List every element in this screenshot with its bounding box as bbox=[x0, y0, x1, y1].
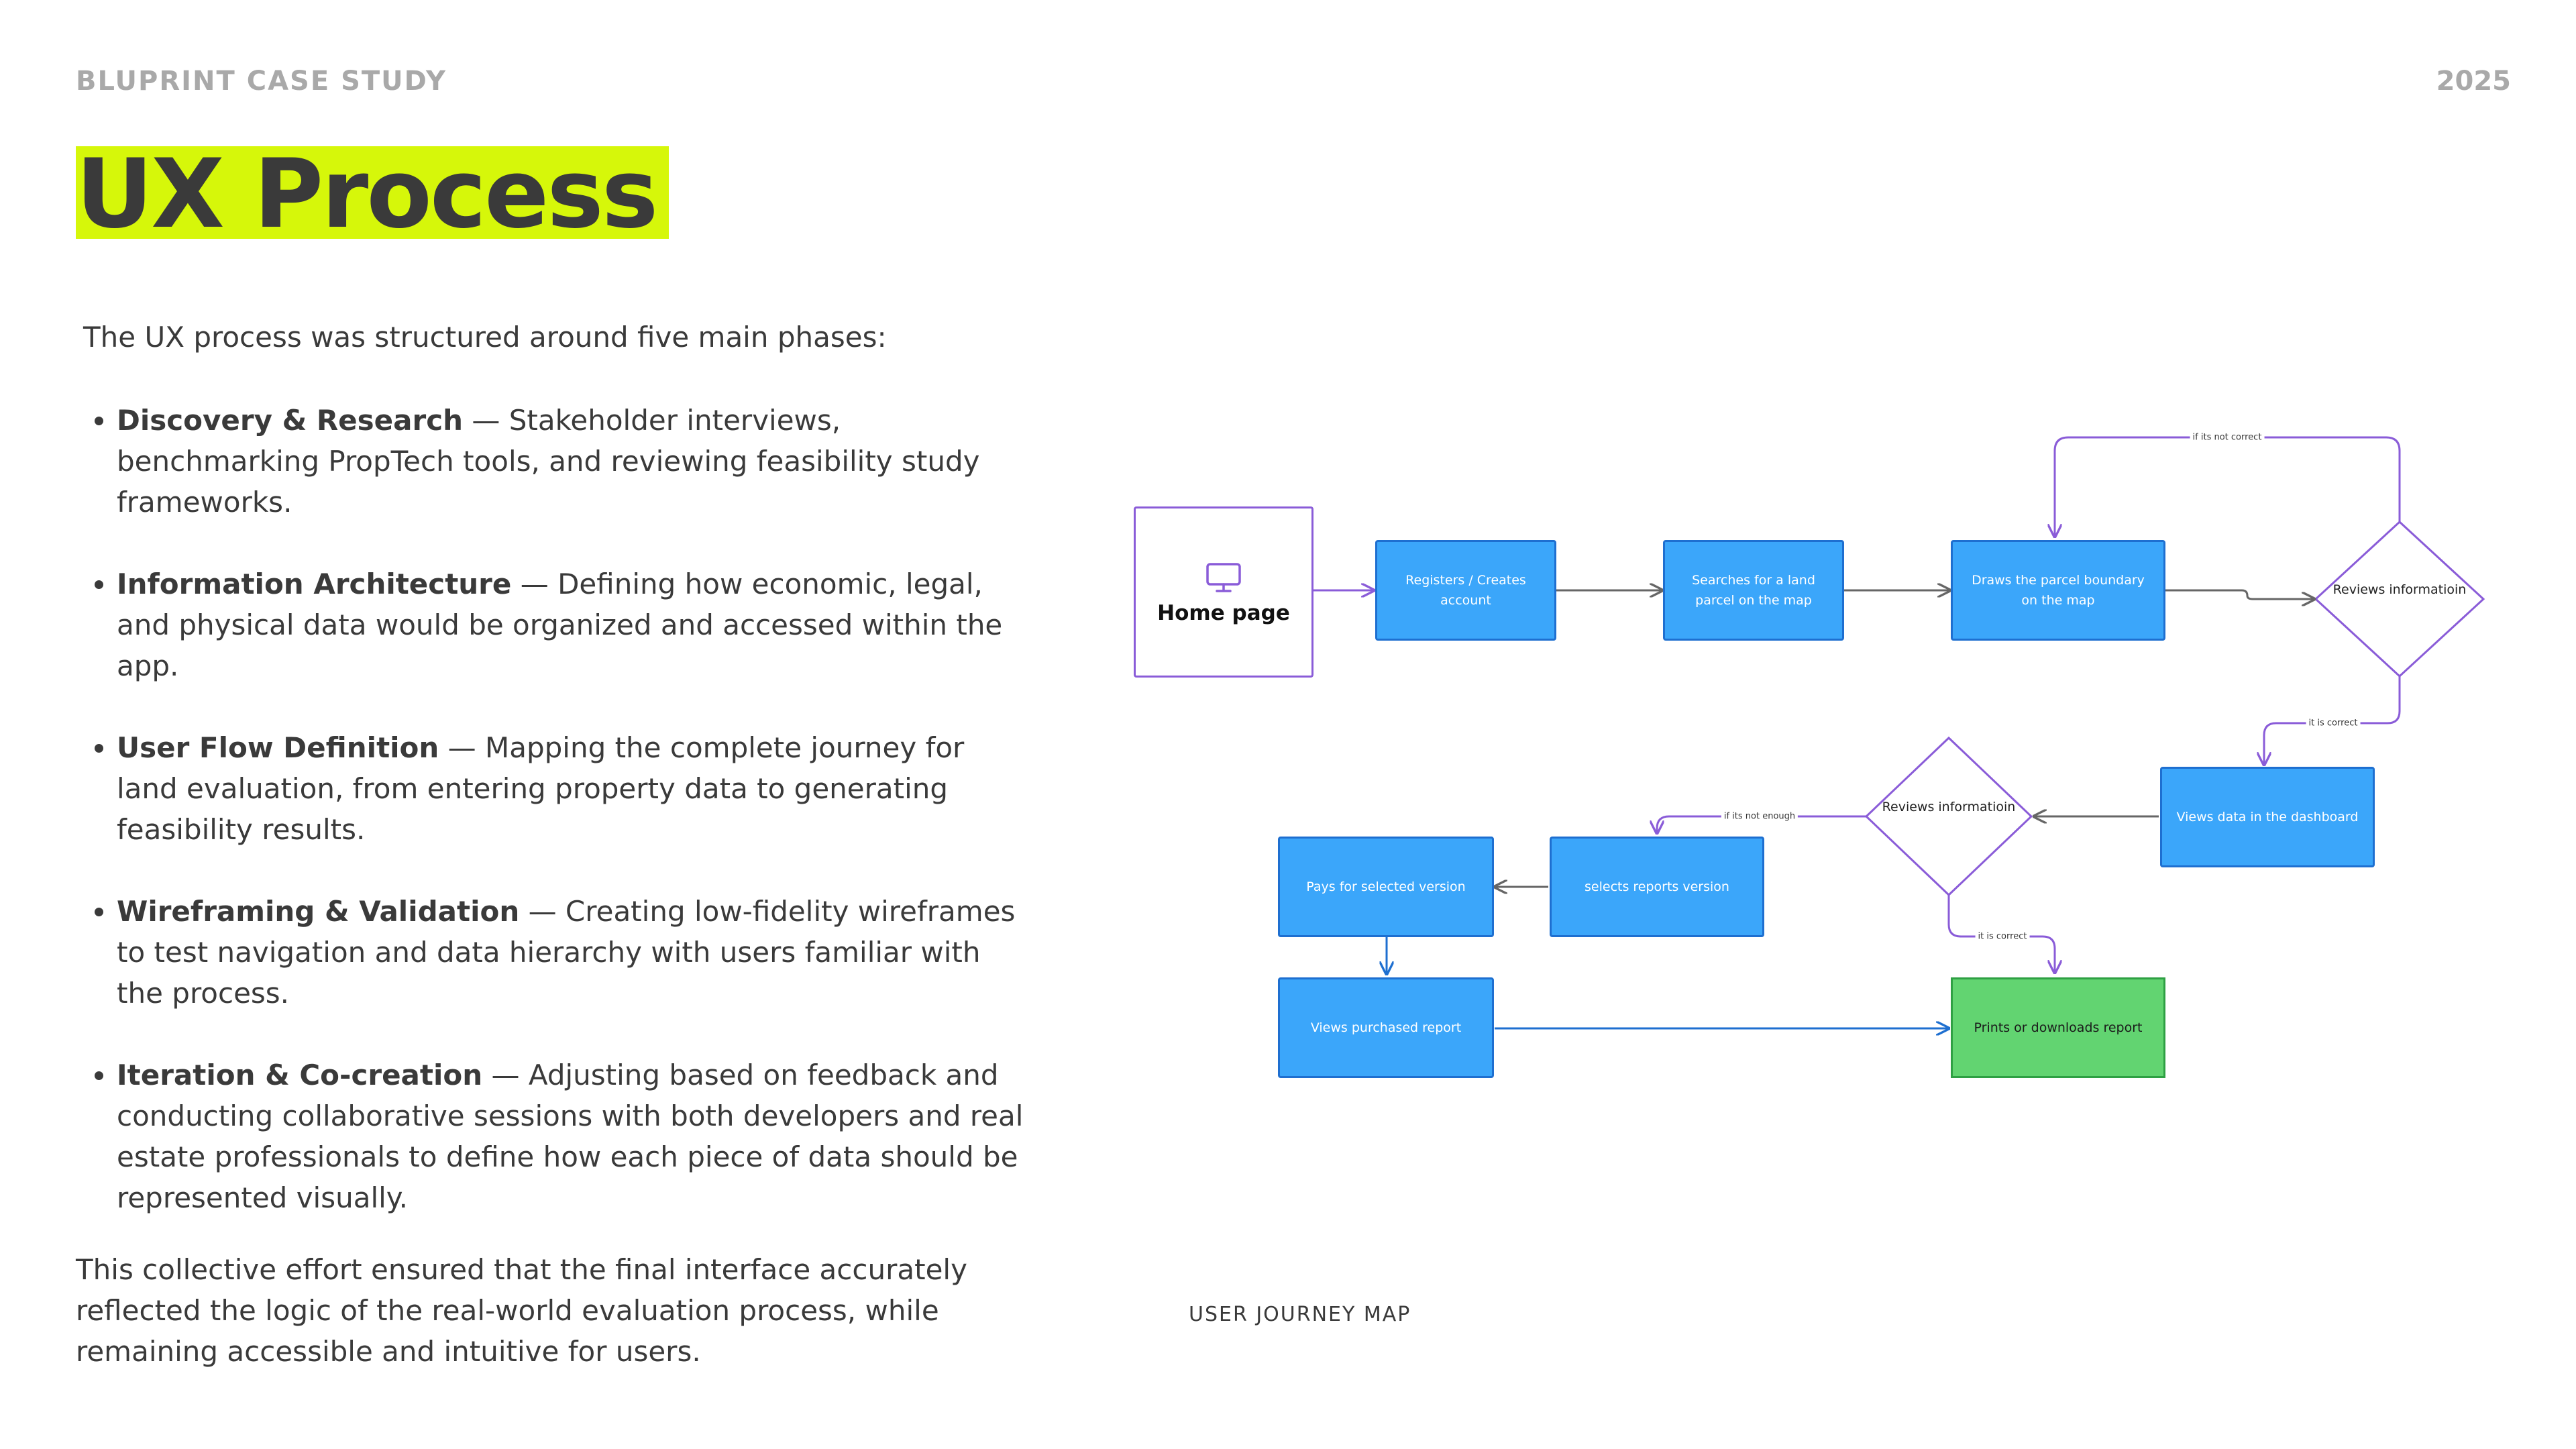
phase-desc: — Stakeholder interviews, benchmarking P… bbox=[117, 404, 980, 519]
phase-desc: — Defining how economic, legal, and phys… bbox=[117, 568, 1003, 682]
year-label: 2025 bbox=[2436, 66, 2511, 97]
node-register: Registers / Creates account bbox=[1375, 540, 1556, 641]
phase-name: Information Architecture bbox=[117, 568, 512, 600]
phase-name: User Flow Definition bbox=[117, 731, 439, 764]
phase-item: Discovery & Research — Stakeholder inter… bbox=[117, 400, 1029, 523]
node-purchased-report: Views purchased report bbox=[1278, 977, 1494, 1078]
phase-desc: — Adjusting based on feedback and conduc… bbox=[117, 1059, 1024, 1214]
edge-label-is-correct-2: it is correct bbox=[1975, 931, 2030, 942]
decision-diamond-2 bbox=[1864, 736, 2033, 897]
home-page-label: Home page bbox=[1157, 600, 1290, 625]
node-dashboard: Views data in the dashboard bbox=[2160, 767, 2375, 867]
phase-item: Information Architecture — Defining how … bbox=[117, 564, 1029, 686]
node-search: Searches for a land parcel on the map bbox=[1663, 540, 1844, 641]
phase-name: Iteration & Co-creation bbox=[117, 1059, 483, 1091]
node-draw: Draws the parcel boundary on the map bbox=[1951, 540, 2165, 641]
diagram-caption: USER JOURNEY MAP bbox=[1189, 1303, 1411, 1326]
edge-label-is-correct-1: it is correct bbox=[2306, 718, 2361, 729]
decision-label-2: Reviews informatioin bbox=[1882, 800, 2016, 814]
brand-label: BLUPRINT CASE STUDY bbox=[76, 66, 447, 97]
node-pay: Pays for selected version bbox=[1278, 837, 1494, 937]
edge-review-not-correct bbox=[2055, 436, 2401, 537]
edge-label-not-enough: if its not enough bbox=[1721, 811, 1799, 822]
phase-name: Discovery & Research bbox=[117, 404, 463, 437]
phase-name: Wireframing & Validation bbox=[117, 895, 520, 928]
phase-desc: — Mapping the complete journey for land … bbox=[117, 731, 965, 846]
outro-text: This collective effort ensured that the … bbox=[76, 1253, 967, 1368]
edge-draw-review bbox=[2165, 589, 2314, 599]
phase-item: User Flow Definition — Mapping the compl… bbox=[117, 727, 1029, 850]
edge-label-not-correct: if its not correct bbox=[2190, 432, 2265, 443]
decision-label-1: Reviews informatioin bbox=[2332, 582, 2467, 597]
phase-desc: — Creating low-fidelity wireframes to te… bbox=[117, 895, 1016, 1010]
decision-diamond-1 bbox=[2314, 520, 2485, 678]
edge-review-not-enough bbox=[1657, 815, 1866, 833]
home-page-node: Home page bbox=[1134, 506, 1313, 678]
monitor-icon bbox=[1206, 562, 1241, 592]
page-title: UX Process bbox=[76, 139, 658, 250]
phase-item: Iteration & Co-creation — Adjusting base… bbox=[117, 1055, 1029, 1218]
node-print-download: Prints or downloads report bbox=[1951, 977, 2165, 1078]
node-select-report: selects reports version bbox=[1550, 837, 1764, 937]
intro-text: The UX process was structured around fiv… bbox=[83, 321, 887, 354]
title-highlight bbox=[76, 146, 669, 239]
phase-list: Discovery & Research — Stakeholder inter… bbox=[82, 400, 1029, 1259]
phase-item: Wireframing & Validation — Creating low-… bbox=[117, 891, 1029, 1014]
